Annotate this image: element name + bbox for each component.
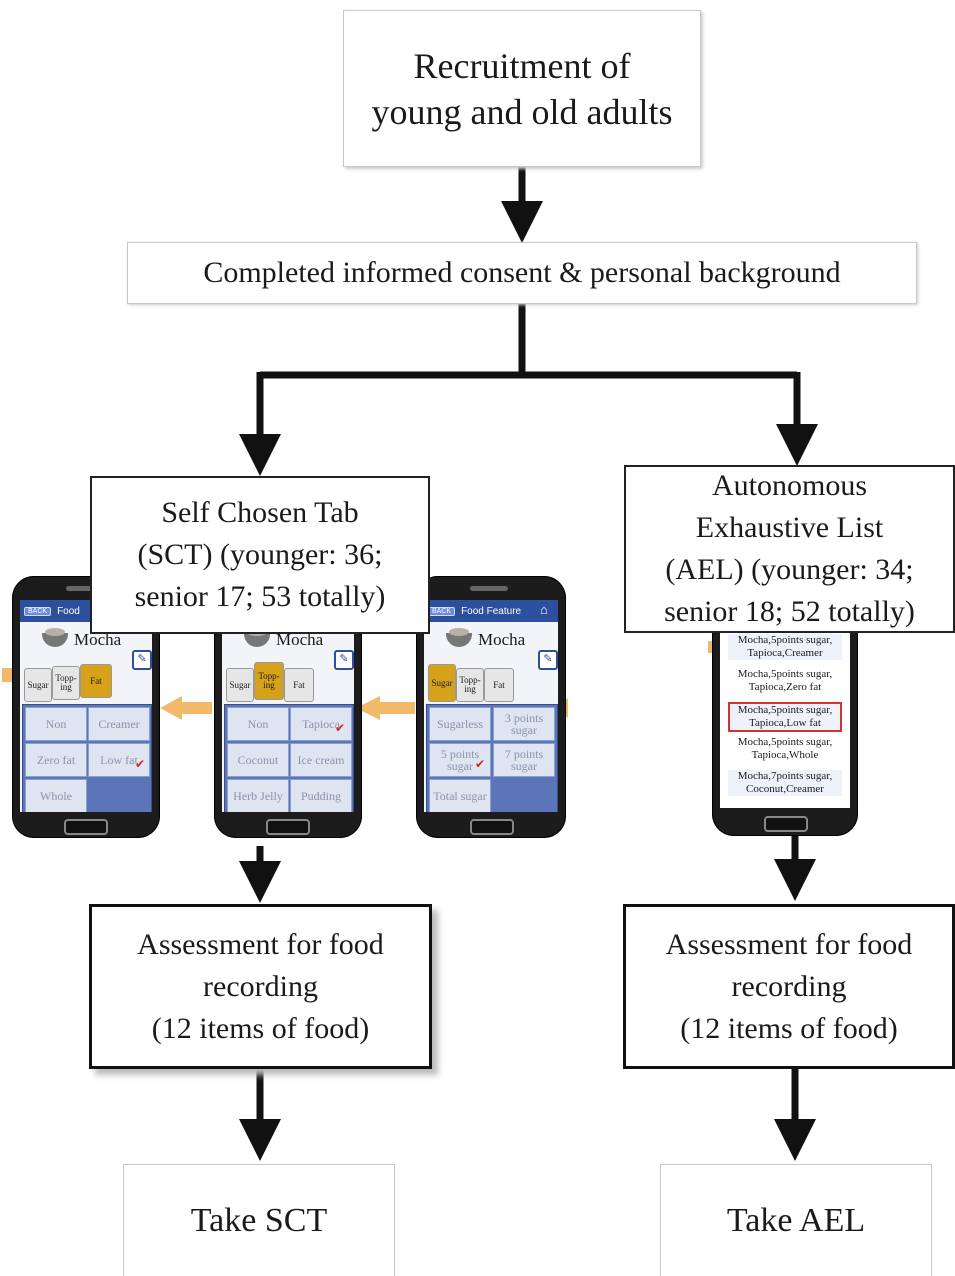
- check-icon: ✔: [335, 721, 346, 735]
- tab-topping[interactable]: Topp- ing: [254, 662, 284, 700]
- assessment-box-left: Assessment for food recording (12 items …: [89, 904, 432, 1069]
- option-cell[interactable]: Total sugar: [429, 779, 491, 812]
- phone-exhaustive-list: Mocha,5points sugar, Tapioca,Creamer Moc…: [712, 600, 858, 836]
- orange-arrow-2: [356, 696, 415, 720]
- option-cell-selected[interactable]: Tapioca: [290, 707, 352, 741]
- tab-sugar[interactable]: Sugar: [226, 668, 254, 702]
- recruitment-box: Recruitment of young and old adults: [343, 10, 701, 167]
- option-cell[interactable]: Zero fat: [25, 743, 87, 777]
- option-cell[interactable]: Non: [227, 707, 289, 741]
- tab-topping[interactable]: Topp- ing: [52, 666, 80, 700]
- phone-sugar-fat: BACK Food Mocha ✎ Sugar Topp- ing Fat No…: [12, 576, 160, 838]
- tab-fat[interactable]: Fat: [484, 668, 514, 702]
- ael-box: Autonomous Exhaustive List (AEL) (younge…: [624, 465, 955, 633]
- phone-titlebar: BACK Food Feature ⌂: [424, 600, 558, 622]
- option-cell[interactable]: Non: [25, 707, 87, 741]
- check-icon: ✔: [135, 757, 146, 771]
- option-cell[interactable]: Coconut: [227, 743, 289, 777]
- bowl-icon: [42, 628, 68, 647]
- option-cell[interactable]: Ice cream: [290, 743, 352, 777]
- option-grid: Non Tapioca ✔ Coconut Ice cream Herb Jel…: [224, 704, 354, 812]
- option-cell[interactable]: Herb Jelly: [227, 779, 289, 812]
- option-cell[interactable]: Creamer: [88, 707, 150, 741]
- list-item-selected[interactable]: Mocha,5points sugar, Tapioca,Low fat: [728, 702, 842, 732]
- bowl-icon: [244, 628, 270, 647]
- sct-box: Self Chosen Tab (SCT) (younger: 36; seni…: [90, 476, 430, 634]
- option-cell-selected[interactable]: Low fat: [88, 743, 150, 777]
- home-button[interactable]: [470, 819, 514, 835]
- edit-icon[interactable]: ✎: [334, 650, 354, 670]
- phone-sugar: BACK Food Feature ⌂ Mocha ✎ Sugar Topp- …: [416, 576, 566, 838]
- food-name: Mocha: [74, 630, 122, 649]
- screen-title: Food Feature: [461, 605, 522, 617]
- assessment-box-right: Assessment for food recording (12 items …: [623, 904, 955, 1069]
- phone-screen: Mocha,5points sugar, Tapioca,Creamer Moc…: [720, 630, 850, 808]
- option-grid: Non Creamer Zero fat Low fat ✔ Whole: [22, 704, 152, 812]
- home-icon[interactable]: ⌂: [540, 602, 548, 617]
- back-button[interactable]: BACK: [428, 606, 456, 616]
- screen-title: Food: [57, 605, 80, 617]
- home-button[interactable]: [64, 819, 108, 835]
- food-header: Mocha: [42, 628, 122, 650]
- phone-screen: BACK Food Feature ⌂ Mocha ✎ Sugar Topp- …: [424, 600, 558, 812]
- option-cell[interactable]: Pudding: [290, 779, 352, 812]
- back-button[interactable]: BACK: [24, 606, 52, 616]
- check-icon: ✔: [475, 757, 486, 771]
- list-item[interactable]: Mocha,5points sugar, Tapioca,Creamer: [728, 634, 842, 660]
- tab-sugar[interactable]: Sugar: [24, 668, 52, 702]
- food-name: Mocha: [478, 630, 526, 649]
- home-button[interactable]: [266, 819, 310, 835]
- edit-icon[interactable]: ✎: [132, 650, 152, 670]
- bowl-icon: [446, 628, 472, 647]
- list-item[interactable]: Mocha,7points sugar, Coconut,Creamer: [728, 770, 842, 796]
- list-item[interactable]: Mocha,5points sugar, Tapioca,Whole: [728, 736, 842, 762]
- phone-speaker: [470, 586, 508, 591]
- tab-fat[interactable]: Fat: [80, 664, 112, 698]
- phone-screen: BACK Food Mocha ✎ Sugar Topp- ing Fat No…: [20, 600, 152, 812]
- tab-sugar[interactable]: Sugar: [428, 664, 456, 702]
- option-cell[interactable]: Whole: [25, 779, 87, 812]
- option-cell[interactable]: 7 points sugar: [493, 743, 555, 777]
- food-header: Mocha: [446, 628, 526, 650]
- edit-icon[interactable]: ✎: [538, 650, 558, 670]
- home-button[interactable]: [764, 816, 808, 832]
- orange-arrow-1: [160, 696, 212, 720]
- tab-fat[interactable]: Fat: [284, 668, 314, 702]
- option-cell-selected[interactable]: 5 points sugar: [429, 743, 491, 777]
- tab-topping[interactable]: Topp- ing: [456, 668, 484, 702]
- list-item[interactable]: Mocha,5points sugar, Tapioca,Zero fat: [728, 668, 842, 694]
- phone-speaker: [66, 586, 104, 591]
- food-name: Mocha: [276, 630, 324, 649]
- option-cell[interactable]: Sugarless: [429, 707, 491, 741]
- take-sct-box: Take SCT: [123, 1164, 395, 1276]
- consent-box: Completed informed consent & personal ba…: [127, 242, 917, 304]
- take-ael-box: Take AEL: [660, 1164, 932, 1276]
- phone-screen: Mocha ✎ Sugar Topp- ing Fat Non Tapioca …: [222, 600, 354, 812]
- option-grid: Sugarless 3 points sugar 5 points sugar …: [426, 704, 558, 812]
- option-cell[interactable]: 3 points sugar: [493, 707, 555, 741]
